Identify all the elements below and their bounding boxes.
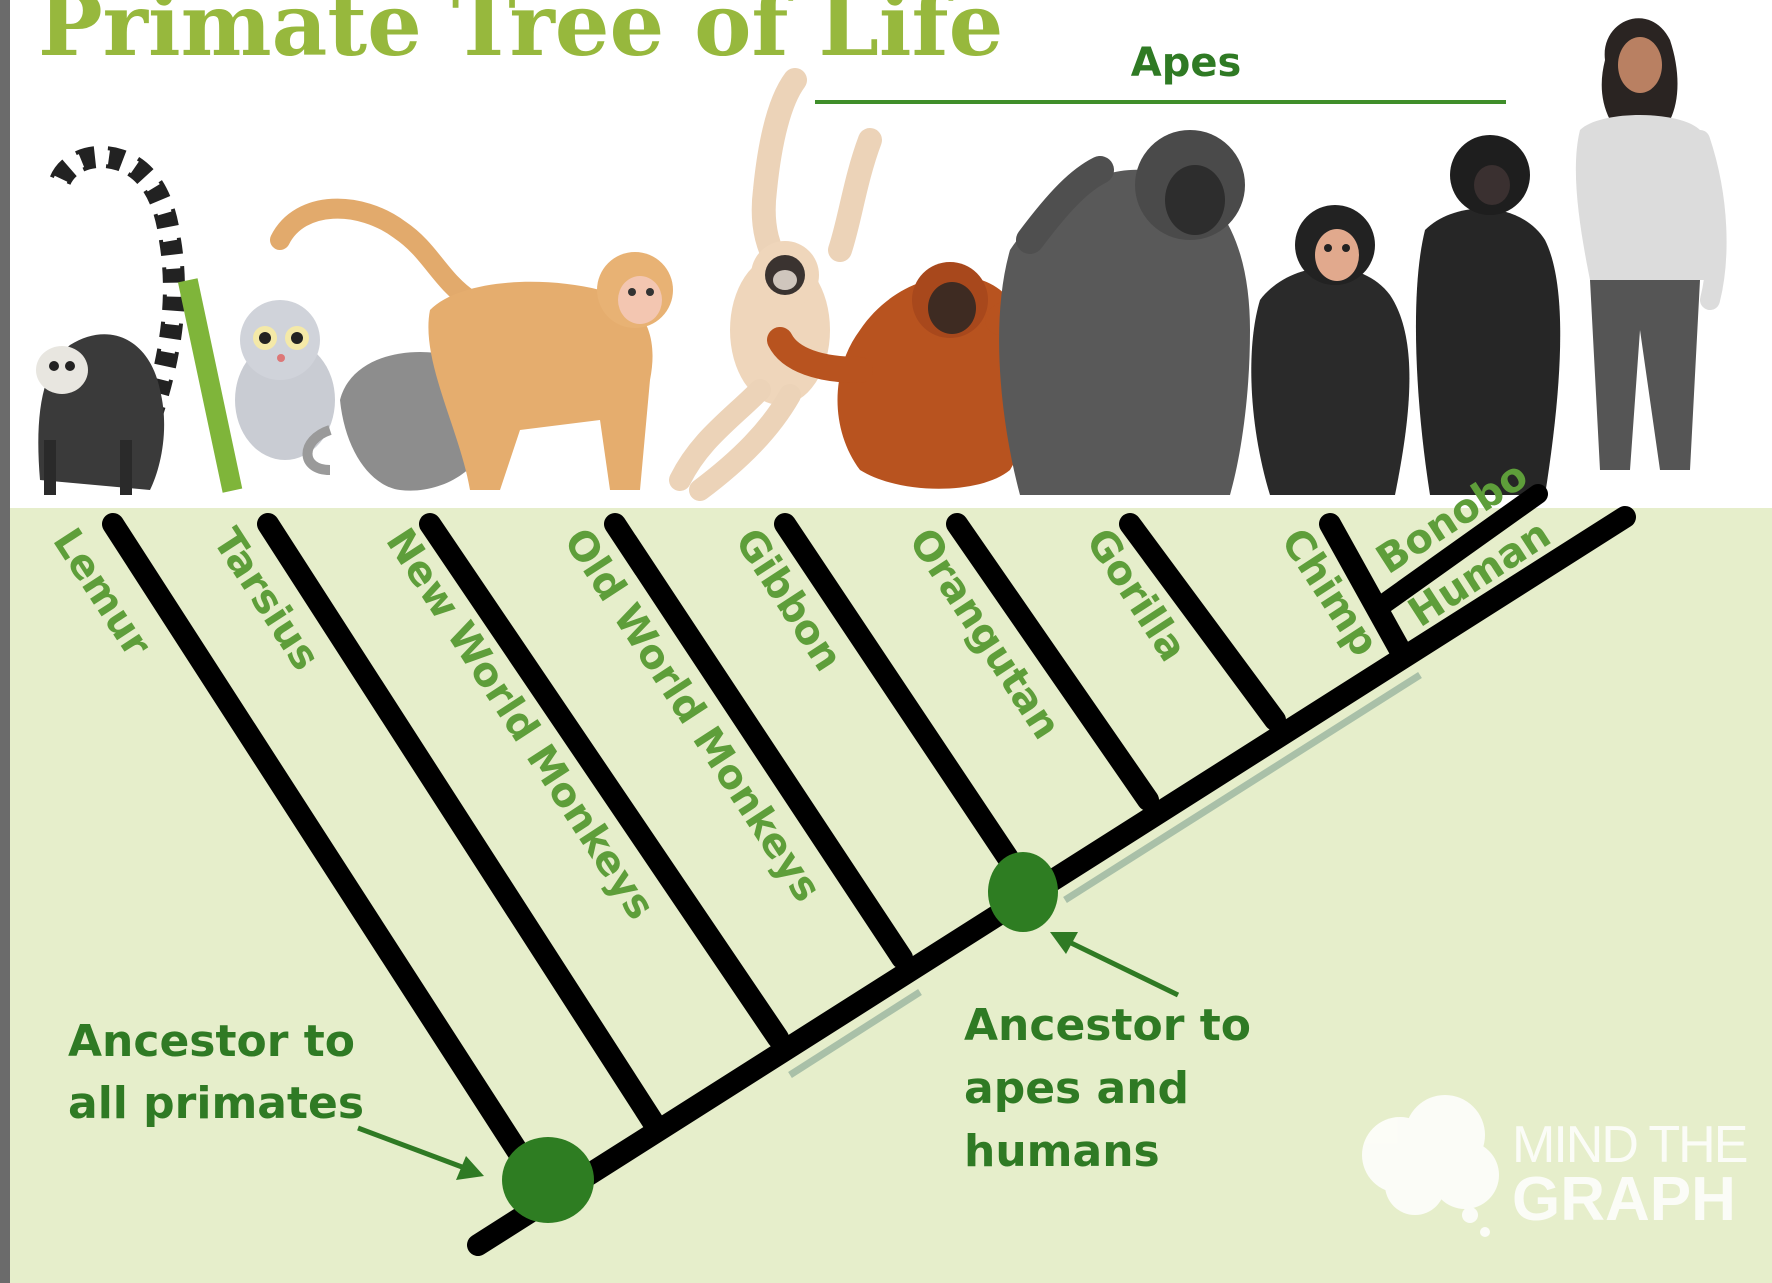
watermark-line2: GRAPH bbox=[1512, 1165, 1736, 1234]
primate-ancestor-node bbox=[502, 1137, 594, 1223]
annotation-primates-line2: all primates bbox=[68, 1078, 364, 1129]
apes-label: Apes bbox=[1131, 40, 1242, 86]
ape-ancestor-node bbox=[988, 852, 1058, 932]
annotation-apes-line3: humans bbox=[964, 1126, 1160, 1177]
page-title: Primate Tree of Life bbox=[38, 0, 1003, 76]
annotation-apes-line2: apes and bbox=[964, 1063, 1189, 1114]
annotation-apes-line1: Ancestor to bbox=[964, 1000, 1251, 1051]
annotation-primates-line1: Ancestor to bbox=[68, 1016, 355, 1067]
